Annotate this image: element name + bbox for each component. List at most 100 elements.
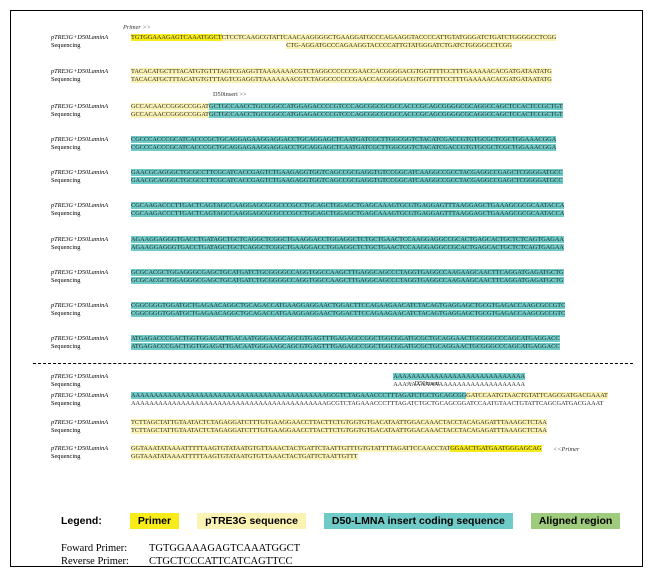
sequence-segment: CGCCCACCCGCATCACCCGCTGCAGGAGAAGGAGGACCTG…: [131, 144, 557, 151]
construct-sequence: CGGCGGGTGGATGCTGAGAACAGGCTGCAGACCATGAAGG…: [131, 302, 566, 310]
construct-label: pTRE3G+D50LaminA: [51, 169, 109, 176]
sequencing-label: Sequencing: [51, 343, 81, 350]
primer-forward-marker: Primer >>: [123, 24, 151, 31]
legend-ptre3g: pTRE3G sequence: [197, 513, 306, 529]
sequencing-read: CGGCGGGTGGATGCTGAGAACAGGCTGCAGACCATGAAGG…: [131, 310, 566, 318]
sequencing-label: Sequencing: [51, 210, 81, 217]
sequence-segment: TCTTAGCTATTGTAATACTCTAGAGGATCTTTGTGAAGGA…: [131, 419, 547, 426]
construct-sequence: GAACGCAGGGCTGCGCCTTCGCATCACCGAGTCTGAAGAG…: [131, 169, 563, 177]
sequencing-label: Sequencing: [51, 144, 81, 151]
primer-reverse-marker: <<Primer: [553, 446, 580, 453]
sequencing-label: Sequencing: [51, 310, 81, 317]
sequencing-label: Sequencing: [51, 381, 81, 388]
sequencing-read: GGTAAATATAAAATTTTTAAGTGTATAATGTGTTAAACTA…: [131, 453, 358, 461]
legend: Legend: Primer pTRE3G sequence D50-LMNA …: [61, 513, 638, 529]
construct-label: pTRE3G+D50LaminA: [51, 236, 109, 243]
sequencing-label: Sequencing: [51, 111, 81, 118]
sequencing-label: Sequencing: [51, 277, 81, 284]
construct-sequence: TCTTAGCTATTGTAATACTCTAGAGGATCTTTGTGAAGGA…: [131, 419, 547, 427]
sequence-segment: ATGAGACCCGACTGGTGGAGATTGACAATGGGAAGCAGCG…: [131, 343, 560, 350]
forward-primer-row: Foward Primer: TGTGGAAAGAGTCAAATGGCT: [61, 543, 300, 556]
sequencing-read: AAAAAAAAAAAAAAAAAAAAAAAAAAAAA: [131, 381, 525, 389]
construct-label: pTRE3G+D50LaminA: [51, 445, 109, 452]
construct-label: pTRE3G+D50LaminA: [51, 103, 109, 110]
legend-title: Legend:: [61, 515, 102, 527]
sequencing-read: GAACGCAGGGCTGCGCCTTCGCATCACCGAGTCTGAAGAG…: [131, 177, 563, 185]
sequence-segment: GAACGCAGGGCTGCGCCTTCGCATCACCGAGTCTGAAGAG…: [131, 177, 563, 184]
construct-label: pTRE3G+D50LaminA: [51, 202, 109, 209]
sequence-segment: GATCCAATGTAACTGTATTCAGCGATGACGAAAT: [466, 392, 608, 399]
sequence-segment: AAAAAAAAAAAAAAAAAAAAAAAAAAAAAAAAAAAAAAAA…: [131, 400, 604, 407]
construct-label: pTRE3G+D50LaminA: [51, 419, 109, 426]
sequencing-read: AGAAGGAGGGTGACCTGATAGCTGCTCAGGCTCGGCTGAA…: [131, 244, 564, 252]
section-divider: [33, 363, 633, 364]
legend-primer: Primer: [129, 513, 180, 529]
sequencing-read: TCTTAGCTATTGTAATACTCTAGAGGATCTTTGTGAAGGA…: [131, 427, 547, 435]
sequencing-label: Sequencing: [51, 177, 81, 184]
construct-label: pTRE3G+D50LaminA: [51, 34, 109, 41]
construct-sequence: TGTGGAAAGAGTCAAATGGCTCTCCTCAAGCGTATTCAAC…: [131, 34, 557, 42]
sequence-segment: CTG-AGGATGCCCAGAAGGTACCCCATTGTATGGGATCTG…: [286, 42, 512, 49]
sequence-segment: GCGCACGCTGGAGGGCGAGCTGCATGATCTGCGGGGCCAG…: [131, 269, 564, 276]
construct-label: pTRE3G+D50LaminA: [51, 68, 109, 75]
sequencing-label: Sequencing: [51, 400, 81, 407]
construct-sequence: GGTAAATATAAAATTTTTAAGTGTATAATGTGTTAAACTA…: [131, 445, 542, 453]
sequencing-read: CGCCCACCCGCATCACCCGCTGCAGGAGAAGGAGGACCTG…: [131, 144, 557, 152]
sequence-segment: AAAAAAAAAAAAAAAAAAAAAAAAAAAAA: [393, 381, 526, 388]
sequence-segment: GGTAAATATAAAATTTTTAAGTGTATAATGTGTTAAACTA…: [131, 453, 358, 460]
primer-list: Foward Primer: TGTGGAAAGAGTCAAATGGCT Rev…: [61, 543, 300, 569]
sequence-segment: AAAAAAAAAAAAAAAAAAAAAAAAAAAAAAAAAAAAAAAA…: [131, 392, 467, 399]
sequence-segment: CGGCGGGTGGATGCTGAGAACAGGCTGCAGACCATGAAGG…: [131, 302, 566, 309]
construct-label: pTRE3G+D50LaminA: [51, 373, 109, 380]
construct-label: pTRE3G+D50LaminA: [51, 335, 109, 342]
reverse-primer-row: Reverse Primer: CTGCTCCCATTCATCAGTTCC: [61, 556, 300, 569]
sequencing-read: AAAAAAAAAAAAAAAAAAAAAAAAAAAAAAAAAAAAAAAA…: [131, 400, 603, 408]
construct-label: pTRE3G+D50LaminA: [51, 269, 109, 276]
construct-sequence: GCCACAACCGGGCCGGATGCTGCCAACCTGCCGGCCATGG…: [131, 103, 563, 111]
sequencing-label: Sequencing: [51, 453, 81, 460]
sequence-segment: GGAACTGATGAATGGGAGCAG: [450, 445, 542, 452]
reverse-primer-sequence: CTGCTCCCATTCATCAGTTCC: [149, 556, 293, 567]
sequence-segment: AGAAGGAGGGTGACCTGATAGCTGCTCAGGCTCGGCTGAA…: [131, 244, 564, 251]
sequencing-read: CTG-AGGATGCCCAGAAGGTACCCCATTGTATGGGATCTG…: [131, 42, 512, 50]
construct-label: pTRE3G+D50LaminA: [51, 392, 109, 399]
sequence-segment: TACACATGCTTTACATGTGTTTAGTCGAGGTTAAAAAAAC…: [131, 76, 552, 83]
sequencing-read: CGCAAGACCCTTGACTCAGTAGCCAAGGAGCGCGCCCGCC…: [131, 210, 565, 218]
sequence-segment: CGCAAGACCCTTGACTCAGTAGCCAAGGAGCGCGCCCGCC…: [131, 202, 565, 209]
sequencing-read: GCCACAACCGGGCCGGATGCTGCCAACCTGCCGGCCATGG…: [131, 111, 563, 119]
construct-sequence: CGCAAGACCCTTGACTCAGTAGCCAAGGAGCGCGCCCGCC…: [131, 202, 565, 210]
sequence-segment: GCGCACGCTGGAGGGCGAGCTGCATGATCTGCGGGGCCAG…: [131, 277, 564, 284]
construct-sequence: AAAAAAAAAAAAAAAAAAAAAAAAAAAAA: [131, 373, 526, 381]
forward-primer-sequence: TGTGGAAAGAGTCAAATGGCT: [149, 543, 301, 554]
sequence-segment: CTCCTCAAGCGTATTCAACAAGGGGCTGAAGGATGCCCAG…: [221, 34, 557, 41]
sequence-segment: GAACGCAGGGCTGCGCCTTCGCATCACCGAGTCTGAAGAG…: [131, 169, 563, 176]
sequence-segment: TACACATGCTTTACATGTGTTTAGTCGAGGTTAAAAAAAC…: [131, 68, 552, 75]
construct-sequence: CGCCCACCCGCATCACCCGCTGCAGGAGAAGGAGGACCTG…: [131, 136, 557, 144]
reverse-primer-label: Reverse Primer:: [61, 556, 129, 567]
sequence-segment: AGAAGGAGGGTGACCTGATAGCTGCTCAGGCTCGGCTGAA…: [131, 236, 564, 243]
sequence-segment: CGCAAGACCCTTGACTCAGTAGCCAAGGAGCGCGCCCGCC…: [131, 210, 565, 217]
sequencing-read: GCGCACGCTGGAGGGCGAGCTGCATGATCTGCGGGGCCAG…: [131, 277, 564, 285]
construct-label: pTRE3G+D50LaminA: [51, 136, 109, 143]
sequence-segment: GGTAAATATAAAATTTTTAAGTGTATAATGTGTTAAACTA…: [131, 445, 451, 452]
construct-sequence: GCGCACGCTGGAGGGCGAGCTGCATGATCTGCGGGGCCAG…: [131, 269, 564, 277]
sequencing-read: TACACATGCTTTACATGTGTTTAGTCGAGGTTAAAAAAAC…: [131, 76, 552, 84]
sequence-segment: TGTGGAAAGAGTCAAATGGCT: [131, 34, 222, 41]
sequence-segment: GCTGCCAACCTGCCGGCCATGGAGACCCCGTCCCAGCGGC…: [209, 103, 563, 110]
sequence-segment: TCTTAGCTATTGTAATACTCTAGAGGATCTTTGTGAAGGA…: [131, 427, 547, 434]
sequence-segment: ATGAGACCCGACTGGTGGAGATTGACAATGGGAAGCAGCG…: [131, 335, 560, 342]
sequence-segment: GCTGCCAACCTGCCGGCCATGGAGACCCCGTCCCAGCGGC…: [209, 111, 563, 118]
